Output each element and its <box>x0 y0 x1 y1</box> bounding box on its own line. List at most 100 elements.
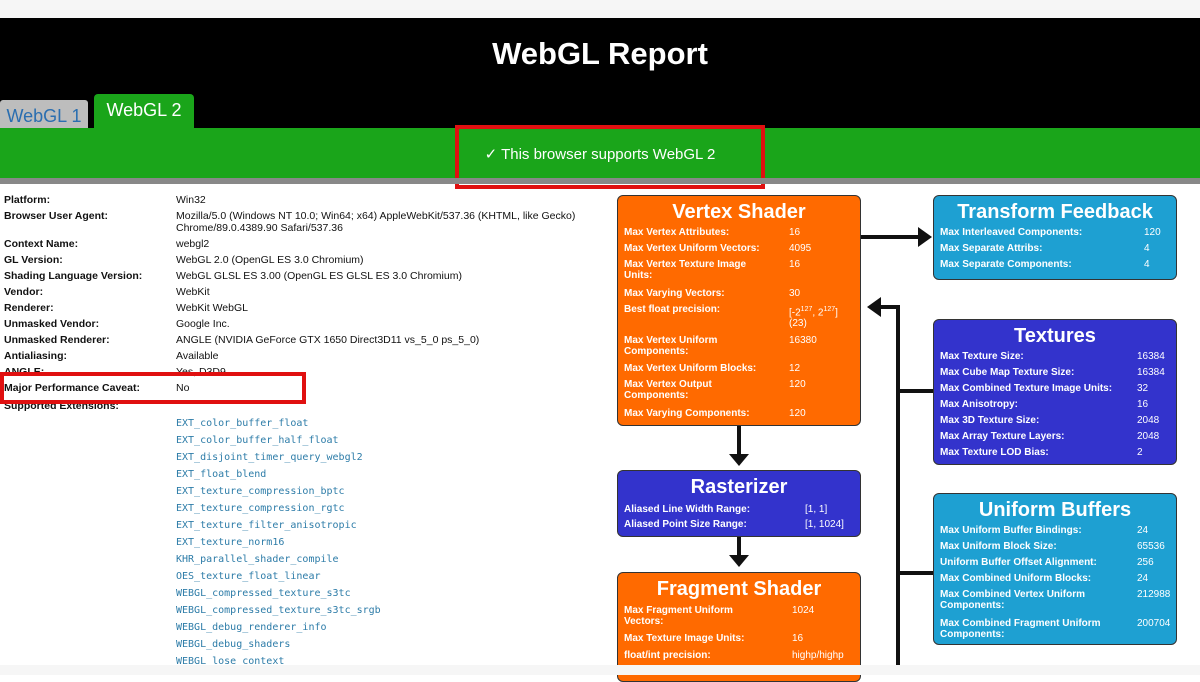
param-value: 4 <box>1144 259 1150 270</box>
textures-box: Textures Max Texture Size: 16384 Max Cube … <box>933 319 1177 465</box>
extension-item: EXT_disjoint_timer_query_webgl2 <box>176 452 363 463</box>
param-key-line: Max Fragment Uniform <box>624 605 733 616</box>
param-value-line: (23) <box>789 318 807 330</box>
param-key: Max Varying Components: <box>624 408 750 419</box>
extension-item: WEBGL_lose_context <box>176 656 285 667</box>
param-value: 2 <box>1137 447 1143 458</box>
page-title: WebGL Report <box>492 36 708 71</box>
tab-webgl2[interactable]: WebGL 2 <box>94 94 194 129</box>
fragment-shader-title: Fragment Shader <box>656 578 822 600</box>
param-key-line: Aliased Point Size Range: <box>624 519 747 530</box>
support-message: ✓ This browser supports WebGL 2 <box>484 146 716 163</box>
bottom-strip <box>0 665 1200 675</box>
param-key: Aliased Line Width Range: <box>624 504 750 515</box>
arrow-right-icon <box>918 227 932 247</box>
info-row: GL Version: WebGL 2.0 (OpenGL ES 3.0 Chro… <box>4 254 604 278</box>
param-key: Max Vertex Uniform Blocks: <box>624 363 756 374</box>
param-value-part: [-2 <box>789 307 801 319</box>
param-value: 16 <box>792 633 804 644</box>
param-key: Max Texture LOD Bias: <box>940 447 1049 458</box>
param-key-line: Components: <box>940 629 1005 640</box>
param-value-exponent: 127 <box>800 306 813 313</box>
info-key: Renderer: <box>4 302 54 314</box>
info-key: GL Version: <box>4 254 63 266</box>
param-key-line: Max Combined Texture Image Units: <box>940 383 1113 394</box>
param-value: 16380 <box>789 335 817 346</box>
param-key-line: Max Uniform Buffer Bindings: <box>940 525 1082 536</box>
param-key: Max Texture Size: <box>940 351 1024 362</box>
param-value: 16 <box>789 227 801 238</box>
param-key: Max Texture Image Units: <box>624 633 744 644</box>
info-key: Antialiasing: <box>4 350 68 362</box>
info-value: Available <box>176 350 219 362</box>
param-key-line: Max Separate Attribs: <box>940 243 1043 254</box>
vertex-shader-title: Vertex Shader <box>672 201 806 223</box>
param-value-part: , 2 <box>812 307 824 319</box>
param-value: 16 <box>789 259 801 270</box>
info-key: Platform: <box>4 194 51 206</box>
extension-item: EXT_texture_compression_rgtc <box>176 503 345 514</box>
param-key-line: Max Combined Fragment Uniform <box>940 618 1101 629</box>
param-key-line: Max Texture Size: <box>940 351 1024 362</box>
param-key: Max 3D Texture Size: <box>940 415 1039 426</box>
param-value-part: ] <box>835 307 838 319</box>
param-key-line: Max Cube Map Texture Size: <box>940 367 1075 378</box>
param-key-line: Max Vertex Uniform Blocks: <box>624 363 757 374</box>
param-key-line: Components: <box>624 346 689 357</box>
connector-raster-fragment <box>737 537 741 557</box>
param-key-line: Best float precision: <box>624 304 721 315</box>
connector-vertex-tf <box>861 235 921 239</box>
info-row: Unmasked Renderer:ANGLE (NVIDIA GeForce … <box>4 334 604 358</box>
param-key: Uniform Buffer Offset Alignment: <box>940 557 1097 568</box>
param-key: Best float precision: <box>624 304 720 315</box>
param-value: 24 <box>1137 525 1149 536</box>
param-value: 200704 <box>1137 618 1171 629</box>
info-row: Major Performance Caveat:No <box>4 382 604 406</box>
param-key: Max Interleaved Components: <box>940 227 1082 238</box>
connector-vertex-raster <box>737 426 741 456</box>
info-key: Unmasked Renderer: <box>4 334 110 346</box>
info-key: Major Performance Caveat: <box>4 382 140 394</box>
param-key: Max Vertex Attributes: <box>624 227 729 238</box>
param-key: Max Combined Texture Image Units: <box>940 383 1112 394</box>
param-key: float/int precision: <box>624 650 711 661</box>
info-value: Win32 <box>176 194 206 206</box>
param-key-line: Max Varying Vectors: <box>624 288 725 299</box>
transform-feedback-box: Transform Feedback Max Interleaved Compo… <box>933 195 1177 280</box>
param-key-line: Aliased Line Width Range: <box>624 504 751 515</box>
uniform-buffers-title: Uniform Buffers <box>978 499 1132 521</box>
info-row: Antialiasing: Available <box>4 350 604 374</box>
param-key-line: Max Anisotropy: <box>940 399 1018 410</box>
param-key-line: Vectors: <box>624 616 664 627</box>
info-row: Unmasked Vendor: Google Inc. <box>4 318 604 342</box>
extension-item: EXT_texture_norm16 <box>176 537 285 548</box>
param-key-line: Max Vertex Texture Image <box>624 259 747 270</box>
info-value: WebGL 2.0 (OpenGL ES 3.0 Chromium) <box>176 254 364 266</box>
info-value-line: Chrome/89.0.4389.90 Safari/537.36 <box>176 222 343 234</box>
info-value: Mozilla/5.0 (Windows NT 10.0; Win64; x64… <box>176 210 596 234</box>
uniform-buffers-box: Uniform Buffers Max Uniform Buffer Bindi… <box>933 493 1177 645</box>
param-key: Max Separate Components: <box>940 259 1072 270</box>
param-key-line: Components: <box>940 600 1005 611</box>
param-value-exponent: 127 <box>823 306 836 313</box>
extension-item: EXT_float_blend <box>176 469 267 480</box>
arrow-left-icon <box>867 297 881 317</box>
param-key: Aliased Point Size Range: <box>624 519 747 530</box>
tab-webgl1[interactable]: WebGL 1 <box>0 100 88 128</box>
param-value: 24 <box>1137 573 1149 584</box>
param-key-line: Max Vertex Uniform Vectors: <box>624 243 760 254</box>
extension-item: EXT_color_buffer_float <box>176 418 309 429</box>
param-value: 16384 <box>1137 367 1165 378</box>
info-key: Unmasked Vendor: <box>4 318 100 330</box>
param-value: 30 <box>789 288 801 299</box>
extension-item: WEBGL_debug_renderer_info <box>176 622 327 633</box>
param-value: 4095 <box>789 243 812 254</box>
param-value: 12 <box>789 363 801 374</box>
param-key: Max Array Texture Layers: <box>940 431 1065 442</box>
info-value: Google Inc. <box>176 318 230 330</box>
param-key-line: Max 3D Texture Size: <box>940 415 1040 426</box>
textures-title: Textures <box>1014 325 1096 347</box>
